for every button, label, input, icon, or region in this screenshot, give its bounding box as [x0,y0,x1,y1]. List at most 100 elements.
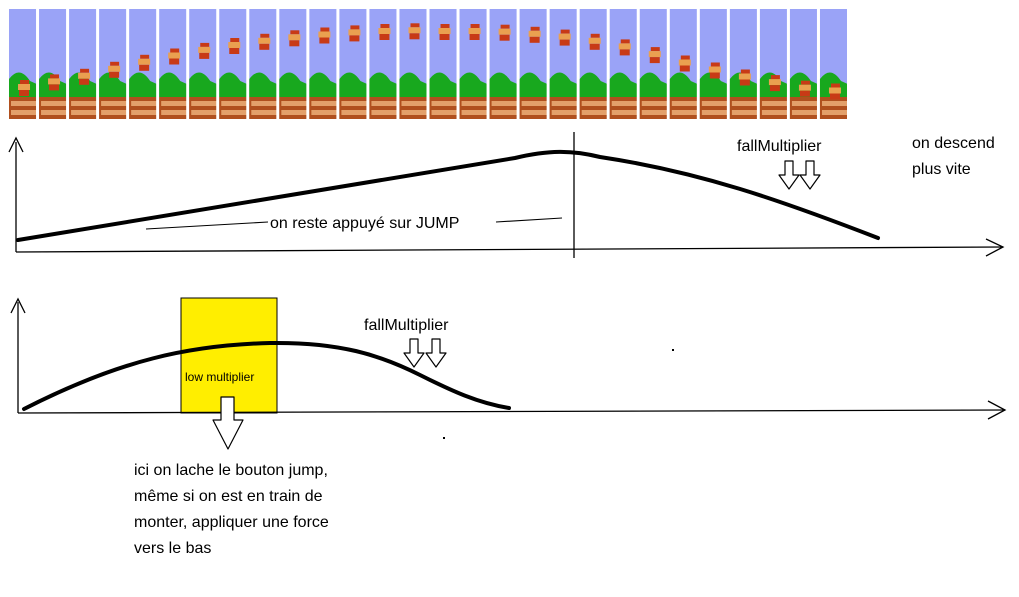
jump-frame [9,9,40,119]
mario-legs [349,35,360,42]
hill [129,72,160,97]
down-arrow-icon [778,160,800,190]
mario-body [468,28,481,34]
hill [279,72,310,97]
mario-legs [19,90,30,96]
mario-body [258,37,271,44]
mario-legs [229,48,240,54]
frame-divider [486,9,490,119]
mario-body [168,52,181,59]
mario-body [588,37,601,44]
brick-row [281,110,308,115]
mario-legs [649,57,660,64]
down-arrow-icon [425,338,447,368]
mario-body [438,28,451,34]
hill [669,72,700,97]
jump-frame [549,9,580,119]
frame-divider [66,9,70,119]
mario-legs [169,58,180,65]
hill [429,72,460,97]
brick-row [131,101,158,106]
mario-legs [709,72,720,79]
brick-row [521,101,548,106]
mario-legs [319,37,330,44]
jump-frame [639,9,670,119]
hill [99,72,130,97]
hill [549,72,580,97]
mario-cap [680,55,690,60]
brick-row [671,110,698,115]
brick-row [461,101,488,106]
brick-row [551,101,578,106]
brick-row [491,110,518,115]
mario-cap [740,69,750,74]
frame-divider [516,9,520,119]
brick-row [611,101,638,106]
mario-legs [289,40,300,47]
brick-row [761,101,788,106]
frame-divider [847,9,850,119]
mario-legs [379,34,390,40]
jump-frame [579,9,610,119]
hold-line-right [495,217,563,223]
jump-frame [699,9,730,119]
frame-divider [726,9,730,119]
mario-cap [620,39,630,44]
hill [189,72,220,97]
mario-body [678,59,691,66]
frame-divider [426,9,430,119]
brick-row [551,110,578,115]
brick-row [641,110,668,115]
bottom-y-arrowhead [10,297,26,314]
mario-legs [79,78,90,85]
mario-legs [559,39,570,46]
jump-frame [519,9,550,119]
frame-divider [396,9,400,119]
mario-body [108,65,121,72]
mario-body [18,84,31,90]
mario-cap [200,42,210,47]
mario-body [78,72,91,79]
brick-row [731,110,758,115]
brick-row [611,110,638,115]
frame-divider [756,9,760,119]
mario-body [798,84,811,91]
note-line: même si on est en train de [134,488,323,505]
mario-legs [799,90,810,97]
frame-divider [456,9,460,119]
brick-row [701,101,728,106]
hill [399,72,430,97]
mario-cap [20,80,30,84]
mario-legs [679,65,690,72]
brick-row [521,110,548,115]
brick-row [401,101,428,106]
frame-divider [696,9,700,119]
mario-legs [769,85,780,92]
brick-row [461,110,488,115]
frame-divider [366,9,370,119]
bottom-fall-multiplier-label: fallMultiplier [364,317,449,334]
mario-cap [80,68,90,73]
mario-cap [560,29,570,34]
frame-divider [216,9,220,119]
jump-frame [759,9,790,119]
brick-row [101,110,128,115]
brick-row [311,110,338,115]
brick-row [11,101,38,106]
brick-row [821,110,848,115]
mario-legs [409,33,420,40]
brick-row [641,101,668,106]
bottom-x-arrowhead [987,400,1007,420]
mario-cap [260,33,270,38]
mario-legs [469,34,480,40]
jump-frame [819,9,850,119]
mario-legs [589,43,600,50]
hill [249,72,280,97]
brick-row [131,110,158,115]
hill [369,72,400,97]
frame-divider [576,9,580,119]
frame-divider [786,9,790,119]
mario-body [618,43,631,50]
jump-frame [69,9,100,119]
